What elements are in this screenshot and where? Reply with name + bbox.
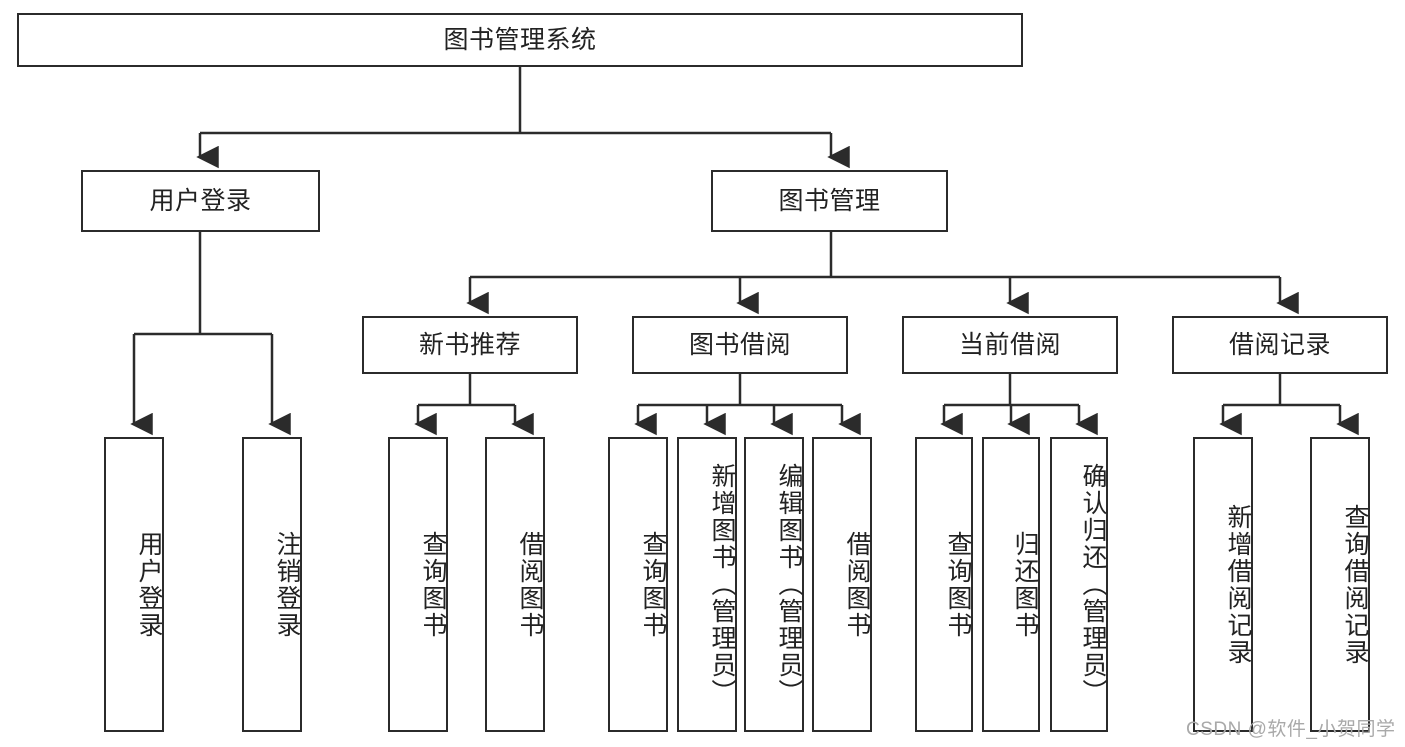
node-leaf-query-book-rec[interactable]: 查询图书 bbox=[388, 437, 448, 732]
node-leaf-add-borrow-record-label: 新增借阅记录 bbox=[1224, 503, 1252, 666]
node-leaf-borrow-book[interactable]: 借阅图书 bbox=[812, 437, 872, 732]
node-current-borrow[interactable]: 当前借阅 bbox=[902, 316, 1118, 374]
node-book-manage[interactable]: 图书管理 bbox=[711, 170, 948, 232]
node-leaf-edit-book-admin[interactable]: 编辑图书（管理员） bbox=[744, 437, 804, 732]
node-root-label: 图书管理系统 bbox=[443, 26, 597, 54]
node-book-borrow-label: 图书借阅 bbox=[688, 331, 791, 359]
node-leaf-query-borrow-record[interactable]: 查询借阅记录 bbox=[1310, 437, 1370, 732]
node-leaf-query-book-borrow-label: 查询图书 bbox=[639, 530, 667, 639]
node-leaf-query-borrow-record-label: 查询借阅记录 bbox=[1341, 503, 1369, 666]
node-leaf-query-book-current[interactable]: 查询图书 bbox=[915, 437, 973, 732]
node-leaf-add-borrow-record[interactable]: 新增借阅记录 bbox=[1193, 437, 1253, 732]
node-leaf-add-book-admin-label: 新增图书（管理员） bbox=[708, 463, 736, 706]
node-leaf-borrow-book-rec[interactable]: 借阅图书 bbox=[485, 437, 545, 732]
node-leaf-user-logout-label: 注销登录 bbox=[273, 530, 301, 639]
node-current-borrow-label: 当前借阅 bbox=[958, 331, 1061, 359]
node-leaf-confirm-return-admin[interactable]: 确认归还（管理员） bbox=[1050, 437, 1108, 732]
node-user-login[interactable]: 用户登录 bbox=[81, 170, 320, 232]
node-borrow-record-label: 借阅记录 bbox=[1228, 331, 1331, 359]
node-leaf-add-book-admin[interactable]: 新增图书（管理员） bbox=[677, 437, 737, 732]
node-new-book-recommend[interactable]: 新书推荐 bbox=[362, 316, 578, 374]
node-leaf-user-logout[interactable]: 注销登录 bbox=[242, 437, 302, 732]
node-root[interactable]: 图书管理系统 bbox=[17, 13, 1023, 67]
node-new-book-recommend-label: 新书推荐 bbox=[418, 331, 521, 359]
node-leaf-borrow-book-label: 借阅图书 bbox=[843, 530, 871, 639]
node-leaf-user-login-label: 用户登录 bbox=[135, 530, 163, 639]
node-user-login-label: 用户登录 bbox=[149, 187, 252, 215]
node-book-manage-label: 图书管理 bbox=[778, 187, 881, 215]
node-leaf-user-login[interactable]: 用户登录 bbox=[104, 437, 164, 732]
node-borrow-record[interactable]: 借阅记录 bbox=[1172, 316, 1388, 374]
csdn-watermark: CSDN @软件_小贺同学 bbox=[1186, 719, 1396, 740]
node-leaf-query-book-rec-label: 查询图书 bbox=[419, 530, 447, 639]
node-leaf-query-book-borrow[interactable]: 查询图书 bbox=[608, 437, 668, 732]
node-leaf-return-book[interactable]: 归还图书 bbox=[982, 437, 1040, 732]
node-leaf-return-book-label: 归还图书 bbox=[1011, 530, 1039, 639]
node-leaf-borrow-book-rec-label: 借阅图书 bbox=[516, 530, 544, 639]
node-leaf-edit-book-admin-label: 编辑图书（管理员） bbox=[775, 463, 803, 706]
node-leaf-confirm-return-admin-label: 确认归还（管理员） bbox=[1079, 463, 1107, 706]
node-book-borrow[interactable]: 图书借阅 bbox=[632, 316, 848, 374]
node-leaf-query-book-current-label: 查询图书 bbox=[944, 530, 972, 639]
